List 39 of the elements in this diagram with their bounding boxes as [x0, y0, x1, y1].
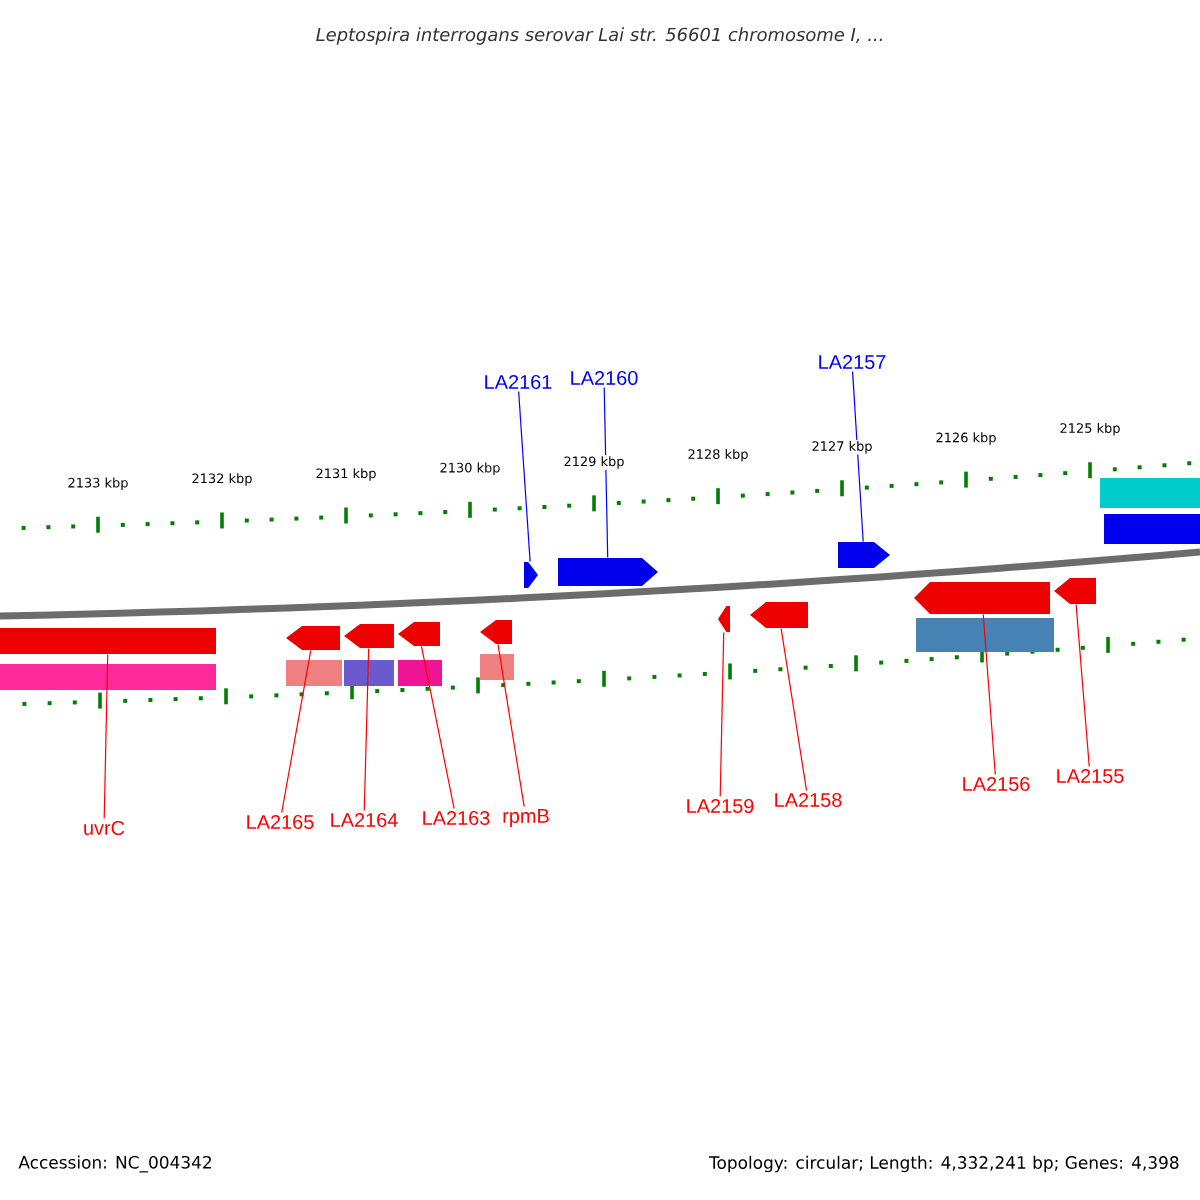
- gene-block: [524, 562, 538, 588]
- leader-line: [1075, 603, 1090, 768]
- gene-block: [914, 582, 1050, 614]
- gene-label: LA2164: [331, 812, 398, 828]
- gene-block: [558, 558, 658, 586]
- leader-line: [518, 390, 531, 563]
- gene-block: [480, 620, 512, 644]
- gene-block: [0, 628, 216, 654]
- gene-label: LA2159: [687, 798, 754, 814]
- leader-line: [780, 627, 808, 792]
- leader-line: [852, 370, 864, 543]
- gene-label: rpmB: [503, 809, 549, 827]
- gene-block: [398, 622, 440, 646]
- gene-block: [718, 606, 730, 632]
- gene-label: LA2157: [819, 354, 886, 370]
- leader-line: [497, 643, 525, 808]
- gene-label: uvrC: [84, 820, 125, 836]
- leader-line: [719, 631, 725, 798]
- leader-line: [281, 649, 312, 814]
- gene-block: [344, 624, 394, 648]
- gene-label: LA2163: [423, 810, 490, 826]
- leader-line: [420, 645, 455, 810]
- gene-block: [750, 602, 808, 628]
- leader-line: [603, 386, 609, 559]
- gene-label: LA2158: [775, 792, 842, 808]
- footer-text: Topology: circular; Length: 4,332,241 bp; Genes: 4,398: [708, 1155, 1179, 1173]
- gene-label: LA2165: [247, 814, 314, 830]
- leader-line: [363, 647, 370, 812]
- gene-block: [1054, 578, 1096, 604]
- leader-line: [982, 613, 996, 776]
- gene-block: [838, 542, 890, 568]
- gene-label: LA2155: [1057, 768, 1124, 784]
- title: Leptospira interrogans serovar Lai str. 56601 chromosome I, ...: [316, 27, 882, 45]
- gene-label: LA2161: [485, 374, 552, 390]
- leader-line: [103, 653, 109, 820]
- gene-label: LA2156: [963, 776, 1030, 792]
- footer-text: Accession: NC_004342: [18, 1155, 211, 1173]
- gene-block: [286, 626, 340, 650]
- gene-label: LA2160: [571, 370, 638, 386]
